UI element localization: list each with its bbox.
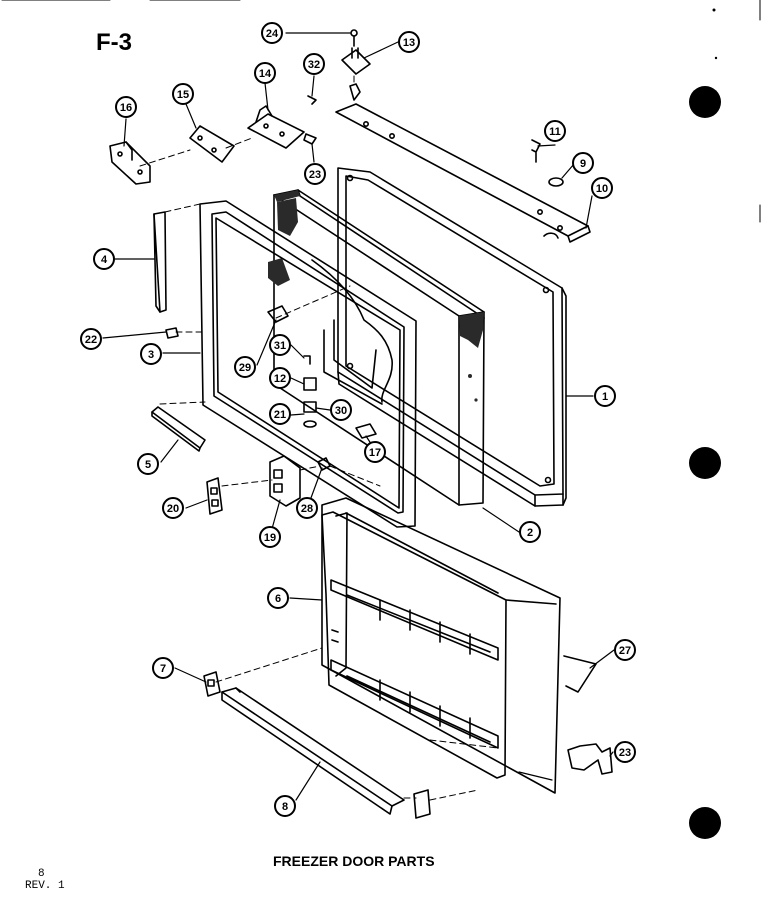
svg-text:23: 23 (309, 169, 321, 181)
svg-text:15: 15 (177, 89, 189, 101)
part-1-outer-frame (337, 167, 567, 507)
svg-text:30: 30 (335, 405, 347, 417)
callout-7: 7 (152, 657, 174, 679)
svg-text:29: 29 (239, 362, 251, 374)
callout-31: 31 (269, 334, 291, 356)
svg-text:22: 22 (85, 334, 97, 346)
callouts: 24 13 32 14 15 16 23 11 9 10 4 22 3 31 2… (80, 22, 636, 817)
svg-text:21: 21 (274, 409, 286, 421)
part-8-end-cap (413, 789, 431, 819)
part-16-hinge-bracket (109, 141, 151, 185)
part-8-bottom-trim (221, 687, 405, 815)
binder-holes (689, 8, 721, 839)
callout-22: 27 (614, 639, 636, 661)
callout-21: 21 (269, 403, 291, 425)
part-32-pin (307, 95, 317, 105)
callout-28: 28 (296, 497, 318, 519)
svg-text:31: 31 (274, 340, 286, 352)
part-5-strip (151, 406, 206, 452)
part-4-side-strip (153, 211, 167, 313)
callout-30: 30 (330, 399, 352, 421)
part-7-bracket (203, 671, 221, 697)
part-17-clip (355, 423, 377, 439)
part-22-sheet (563, 655, 597, 693)
part-19-bottom-hinge (269, 455, 301, 507)
svg-text:19: 19 (264, 532, 276, 544)
svg-text:9: 9 (580, 158, 586, 170)
part-3-gasket (199, 200, 417, 528)
svg-text:6: 6 (275, 593, 281, 605)
svg-text:23: 23 (619, 747, 631, 759)
part-30-spacer (303, 401, 317, 413)
callout-6: 6 (267, 587, 289, 609)
callout-32: 32 (303, 53, 325, 75)
part-21-washer (303, 420, 317, 428)
svg-text:2: 2 (527, 527, 533, 539)
part-6-inner-liner (321, 497, 561, 794)
callout-23: 23 (614, 741, 636, 763)
svg-text:24: 24 (266, 28, 279, 40)
callout-20: 20 (162, 497, 184, 519)
callout-14: 14 (254, 62, 276, 84)
callout-29: 29 (234, 356, 256, 378)
svg-text:10: 10 (596, 183, 608, 195)
callout-12: 12 (269, 367, 291, 389)
part-26-stud (303, 133, 317, 145)
callout-26: 23 (304, 163, 326, 185)
svg-text:4: 4 (101, 254, 108, 266)
revision-label: REV. 1 (25, 880, 65, 892)
callout-5: 5 (137, 453, 159, 475)
part-14-hinge (247, 105, 305, 149)
callout-8: 8 (274, 795, 296, 817)
foam-texture (268, 190, 484, 402)
part-20-shim (206, 477, 223, 515)
callout-1: 1 (594, 385, 616, 407)
svg-text:28: 28 (301, 503, 313, 515)
figure-id: F-3 (96, 29, 132, 56)
svg-text:27: 27 (619, 645, 631, 657)
svg-text:8: 8 (282, 801, 288, 813)
assembly-lines (139, 39, 499, 801)
svg-text:14: 14 (259, 68, 272, 80)
page-number: 8 (38, 868, 45, 880)
part-23-bracket (567, 743, 613, 775)
part-10-trim-strip (335, 103, 591, 243)
callout-3: 3 (140, 343, 162, 365)
svg-text:16: 16 (120, 102, 132, 114)
part-11-screw (531, 139, 541, 163)
callout-4: 4 (93, 248, 115, 270)
callout-11: 11 (544, 120, 566, 142)
callout-27: 24 (261, 22, 283, 44)
part-12-bushing (303, 377, 317, 391)
callout-24: 22 (80, 328, 102, 350)
svg-text:13: 13 (403, 37, 415, 49)
callout-19: 19 (259, 526, 281, 548)
part-9-plug (548, 177, 564, 187)
callout-9: 9 (572, 152, 594, 174)
svg-text:1: 1 (602, 391, 608, 403)
svg-text:20: 20 (167, 503, 179, 515)
callout-16: 16 (115, 96, 137, 118)
callout-13: 13 (398, 31, 420, 53)
svg-text:5: 5 (145, 459, 151, 471)
diagram-caption: FREEZER DOOR PARTS (273, 853, 435, 869)
part-13-cap (341, 47, 371, 101)
part-29-clip (267, 305, 289, 323)
svg-text:7: 7 (160, 663, 166, 675)
svg-text:17: 17 (369, 447, 381, 459)
scan-edge-marks (1, 0, 761, 223)
svg-text:12: 12 (274, 373, 286, 385)
part-31-screw (303, 355, 311, 365)
part-24-screw (165, 327, 179, 339)
callout-15: 15 (172, 83, 194, 105)
svg-text:11: 11 (549, 126, 561, 138)
callout-10: 10 (591, 177, 613, 199)
svg-text:32: 32 (308, 59, 320, 71)
svg-text:3: 3 (148, 349, 154, 361)
callout-2: 2 (519, 521, 541, 543)
part-15-hinge (189, 125, 235, 163)
callout-17: 17 (364, 441, 386, 463)
